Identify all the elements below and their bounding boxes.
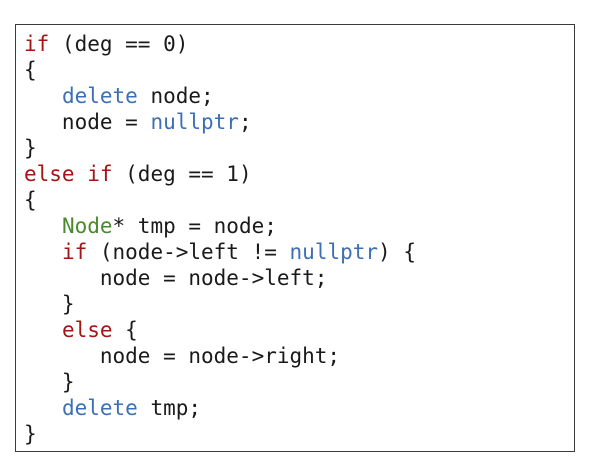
code-token (24, 318, 62, 342)
code-token: else if (24, 162, 113, 186)
code-token: node = (24, 110, 151, 134)
code-line: { (24, 57, 416, 83)
code-token: if (24, 32, 50, 56)
code-token: * tmp = node; (112, 214, 277, 238)
code-line: if (deg == 0) (24, 31, 416, 57)
code-line: node = node->right; (24, 343, 416, 369)
code-token: } (24, 292, 75, 316)
code-token: } (24, 136, 37, 160)
code-line: else { (24, 317, 416, 343)
code-token: (deg == 1) (112, 162, 252, 186)
code-token: (deg == 0) (49, 32, 189, 56)
code-token: { (24, 188, 37, 212)
code-token (24, 84, 62, 108)
code-listing-box: if (deg == 0){ delete node; node = nullp… (15, 24, 575, 452)
code-line: } (24, 291, 416, 317)
code-token: tmp; (137, 396, 202, 420)
code-line: } (24, 135, 416, 161)
code-token: Node (61, 214, 113, 238)
code-token: node; (137, 84, 214, 108)
code-line: Node* tmp = node; (24, 213, 416, 239)
code-token: nullptr (289, 240, 379, 264)
code-token: } (24, 370, 75, 394)
code-token: ) { (378, 240, 416, 264)
code-token: } (24, 422, 37, 446)
code-token: delete (61, 84, 138, 108)
code-line: { (24, 187, 416, 213)
code-line: node = node->left; (24, 265, 416, 291)
code-token: node = node->left; (24, 266, 328, 290)
code-token (24, 214, 62, 238)
code-token: { (24, 58, 37, 82)
code-line: else if (deg == 1) (24, 161, 416, 187)
code-token: (node->left != (87, 240, 290, 264)
code-line: if (node->left != nullptr) { (24, 239, 416, 265)
code-token: if (61, 240, 88, 264)
code-token (24, 240, 62, 264)
code-token: ; (238, 110, 252, 134)
code-token: { (112, 318, 138, 342)
code-token: nullptr (150, 110, 239, 134)
code-line: delete tmp; (24, 395, 416, 421)
code-token (24, 396, 62, 420)
code-token: node = node->right; (24, 344, 341, 368)
code-line: } (24, 369, 416, 395)
code-line: delete node; (24, 83, 416, 109)
code-line: node = nullptr; (24, 109, 416, 135)
code-listing: if (deg == 0){ delete node; node = nullp… (24, 31, 416, 447)
code-token: delete (61, 396, 138, 420)
code-token: else (61, 318, 113, 342)
code-line: } (24, 421, 416, 447)
